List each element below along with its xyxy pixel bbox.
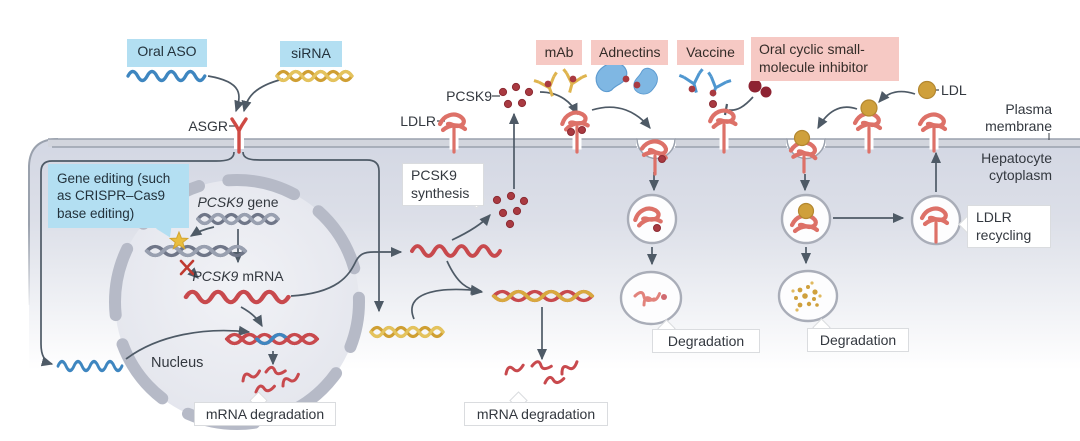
oral-aso-strand — [126, 69, 207, 83]
ldlr-recycling-box: LDLR recycling — [967, 205, 1051, 248]
ldl-particles — [793, 80, 937, 220]
gene-editing-label: Gene editing (such as CRISPR–Cas9 base e… — [48, 164, 189, 228]
arrow-ldl-to-ldlr — [878, 90, 916, 103]
edit-star-icon — [168, 230, 190, 250]
ldlr-in-pit-icon — [641, 139, 668, 176]
route-asgr-to-sirna-cytoplasm — [242, 151, 385, 313]
vaccine-label: Vaccine — [677, 40, 744, 65]
arrow-ldl-complex-to-pit — [817, 106, 858, 130]
inhibitor-molecule-icon — [748, 79, 772, 98]
nucleus-label: Nucleus — [151, 355, 204, 371]
ldlr-receptor-icon — [920, 115, 945, 153]
ldlr-label: LDLR — [400, 113, 436, 129]
hepatocyte-cytoplasm-label: Hepatocyte cytoplasm — [981, 150, 1052, 184]
cytoplasmic-sirna-duplex — [369, 325, 445, 339]
plasma-membrane-label: Plasma membrane — [985, 101, 1052, 135]
ldlr-receptor-icon — [709, 110, 735, 154]
route-mrna-export — [290, 246, 403, 297]
pcsk9-label: PCSK9 — [446, 88, 492, 104]
ldl-particle-icon — [917, 80, 937, 100]
adnectin-blob-icons — [592, 59, 663, 99]
arrow-sirna-to-duplex — [411, 284, 483, 320]
mab-label: mAb — [536, 40, 582, 65]
oral-cyclic-inhibitor-label: Oral cyclic small-molecule inhibitor — [751, 37, 899, 81]
sirna-duplex-top — [275, 69, 354, 83]
ldlr-receptors — [440, 110, 947, 244]
sirna-label: siRNA — [280, 41, 342, 67]
adnectins-label: Adnectins — [591, 40, 668, 65]
ldlr-receptor-icon — [440, 115, 465, 154]
arrow-mrna-to-aso-duplex — [240, 306, 263, 328]
arrow-aso-to-asgr — [207, 75, 245, 113]
vaccine-antibody-icons — [677, 67, 733, 102]
lysosome-2 — [777, 269, 839, 323]
aso-mrna-duplex — [225, 332, 319, 346]
ldl-particle-icon — [797, 202, 815, 220]
mrna-degradation-cytoplasmic-box: mRNA degradation — [464, 402, 608, 426]
oral-aso-label: Oral ASO — [127, 39, 207, 67]
blocked-x-icon — [179, 259, 195, 276]
ldlr-recycling-icon — [922, 209, 947, 244]
pcsk9-gene-symbol: PCSK9 — [197, 194, 244, 210]
pcsk9-dots-extracellular — [498, 82, 534, 109]
pcsk9-bound-dots — [567, 100, 717, 232]
arrow-aso-to-duplex — [125, 325, 251, 360]
ldlr-degradation-box: Degradation — [652, 329, 760, 353]
mab-antibody-icons — [532, 67, 589, 102]
ldlr-ldl-complex-icon — [855, 114, 880, 154]
pcsk9-mrna-symbol: PCSK9 — [192, 268, 239, 284]
arrow-sirna-to-asgr — [241, 78, 284, 113]
pcsk9-mrna-word: mRNA — [242, 268, 284, 284]
ldl-label: LDL — [941, 82, 967, 98]
ldlr-pcsk9-complex-icon — [561, 111, 588, 154]
mrna-degradation-nuclear-box: mRNA degradation — [194, 402, 336, 426]
degraded-ldlr-fragments — [633, 288, 667, 307]
pcsk9-synthesis-box: PCSK9 synthesis — [402, 163, 484, 206]
ldlr-in-pit-icon — [790, 141, 816, 174]
arrow-complex-to-pit — [591, 106, 651, 129]
arrow-pcsk9-to-ldlr — [539, 91, 578, 116]
inhibitor-block-line — [728, 96, 754, 111]
arrow-mrna-to-pcsk9 — [451, 214, 491, 241]
ldl-particle-icon — [793, 129, 811, 147]
ldl-particle-icon — [860, 99, 878, 117]
asgr-receptor-icon — [230, 117, 248, 154]
pathway-arrows — [40, 75, 942, 367]
ldl-degradation-box: Degradation — [807, 328, 909, 352]
edited-gene-helix — [144, 247, 248, 256]
arrow-editing-to-gene — [189, 226, 215, 237]
pcsk9-gene-helix — [196, 212, 280, 226]
route-asgr-to-aso-cytoplasm — [40, 151, 235, 367]
sirna-mrna-duplex — [491, 292, 595, 301]
degraded-ldl-dots — [791, 281, 822, 312]
asgr-label: ASGR — [188, 118, 228, 134]
pcsk9-dots-intracellular — [492, 191, 529, 229]
pcsk9-gene-word: gene — [247, 194, 279, 210]
